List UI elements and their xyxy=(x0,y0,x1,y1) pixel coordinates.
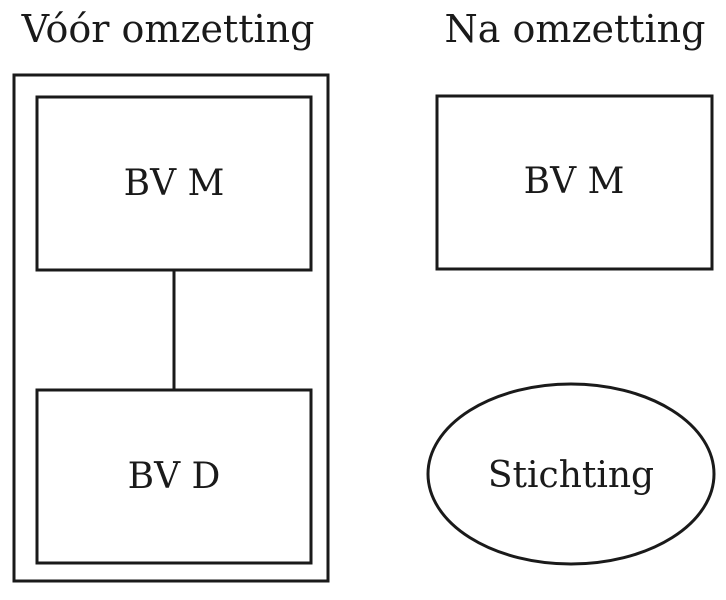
bv-d-box xyxy=(35,388,313,565)
bv-d-label: BV D xyxy=(128,456,221,497)
stichting-label: Stichting xyxy=(488,455,654,496)
bv-m-label-before: BV M xyxy=(124,163,225,204)
stichting-ellipse xyxy=(426,382,716,566)
group-frame xyxy=(12,73,330,583)
bv-m-label-after: BV M xyxy=(524,161,625,202)
heading-after: Na omzetting xyxy=(445,7,706,51)
bv-m-box-after xyxy=(435,94,714,271)
heading-before: Vóór omzetting xyxy=(21,7,315,51)
